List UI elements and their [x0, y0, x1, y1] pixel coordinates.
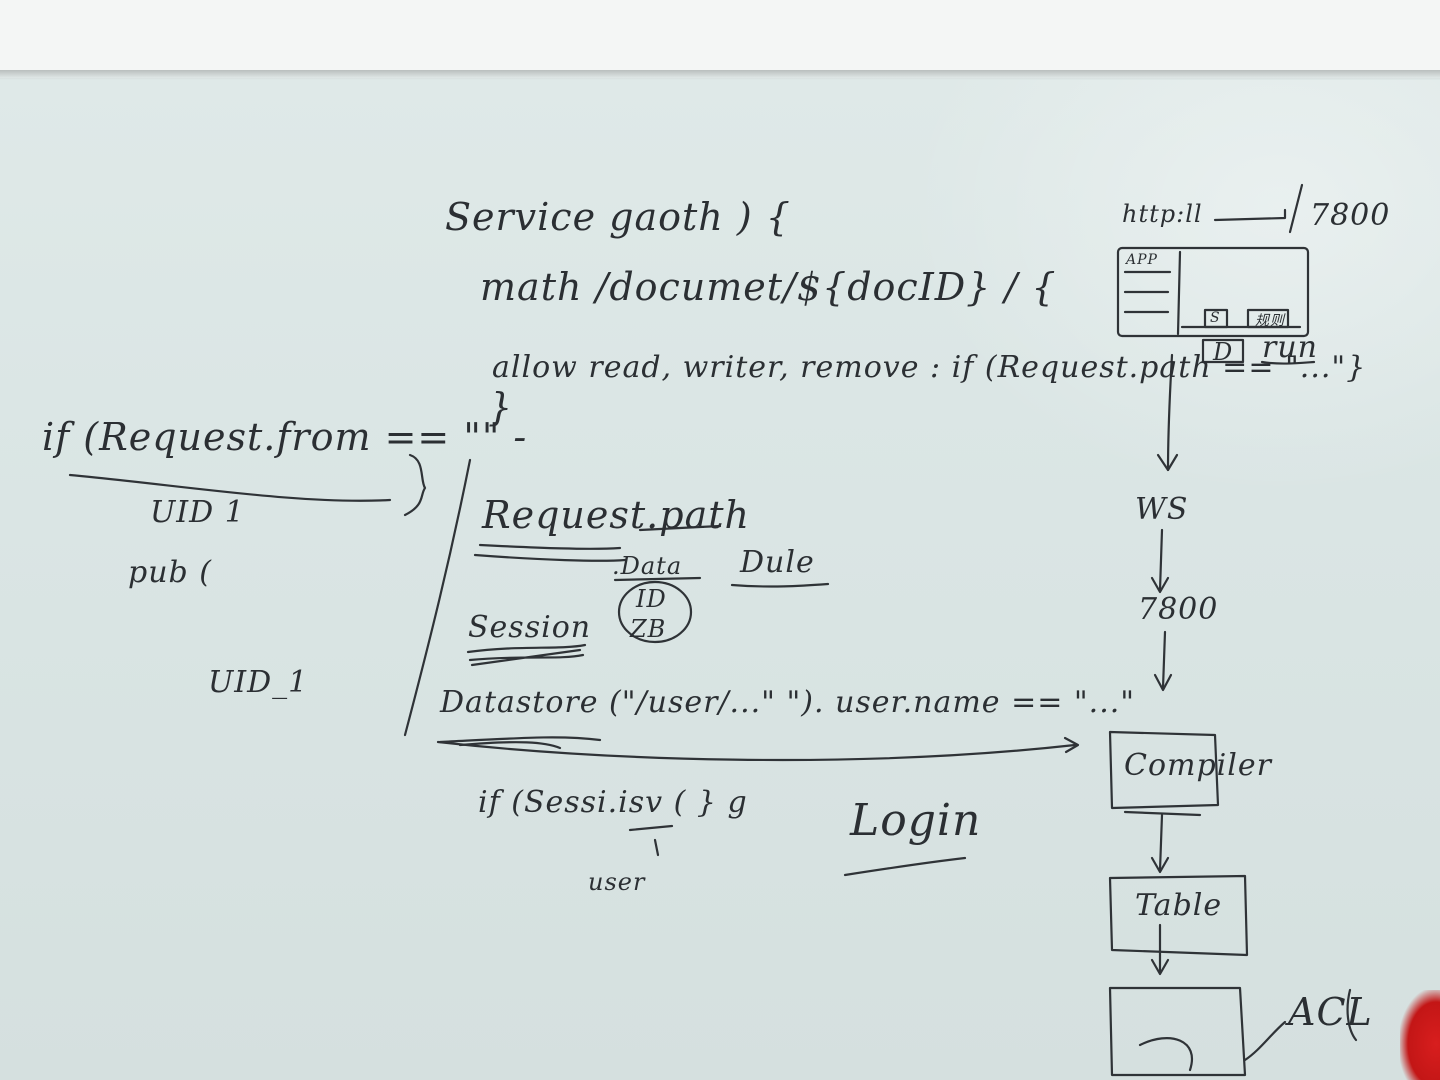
box-d-outline: [1201, 338, 1245, 364]
arrowhead-table: [1150, 856, 1170, 874]
arrow-to-acl: [1243, 1020, 1287, 1062]
table-box: [1108, 874, 1249, 957]
arrow-port-to-compiler: [1161, 630, 1167, 690]
arrow-compiler-to-table: [1158, 813, 1164, 872]
label-uid-underscore-1: UID_1: [208, 665, 309, 700]
port-slash: [1288, 183, 1304, 234]
red-object-corner: [1400, 990, 1440, 1080]
label-dule: Dule: [740, 545, 815, 580]
label-http: http:ll: [1122, 200, 1203, 228]
label-run: run: [1262, 330, 1318, 365]
label-pub: pub (: [128, 555, 212, 590]
underline-path: [638, 524, 722, 532]
mark-user: [653, 838, 660, 857]
label-uid1: UID 1: [150, 495, 245, 530]
wall-above-board: [0, 0, 1440, 72]
compiler-underline: [1123, 810, 1202, 817]
label-table: Table: [1135, 888, 1223, 923]
label-session: Session: [468, 610, 592, 645]
line-if-request-from: if (Request.from == "" -: [42, 415, 528, 459]
label-box-d: D: [1213, 338, 1234, 366]
arrowhead-ws: [1156, 453, 1179, 472]
underline-request-2: [473, 553, 627, 562]
label-request-path: Request.path: [482, 493, 750, 537]
label-compiler: Compiler: [1124, 748, 1272, 783]
line-if-session: if (Sessi.isv ( } g: [478, 785, 748, 820]
label-app: APP: [1126, 252, 1158, 268]
line-service: Service gaoth ) {: [445, 195, 791, 239]
brace-request-from: [403, 453, 427, 517]
arrowhead-acl-box: [1150, 958, 1170, 976]
label-ws: WS: [1135, 492, 1189, 527]
label-acl: ACL: [1288, 990, 1373, 1034]
label-box-rule: 规则: [1255, 313, 1285, 329]
underline-datastore: [438, 736, 602, 750]
arrow-ws-to-port: [1158, 528, 1164, 592]
underline-dule: [730, 582, 830, 588]
line-match: math /documet/${docID} / {: [480, 265, 1057, 309]
label-port-mid: 7800: [1138, 592, 1219, 627]
compiler-box: [1108, 730, 1220, 810]
line-datastore: Datastore ("/user/..." "). user.name == …: [440, 685, 1136, 720]
label-box-s: S: [1210, 310, 1221, 326]
scribble-session: [466, 643, 587, 667]
browser-window: [1116, 246, 1310, 338]
underline-request: [478, 543, 622, 550]
arrowhead-port: [1150, 576, 1170, 594]
acl-slash: [1346, 988, 1358, 1042]
arrow-to-compiler: [436, 740, 1077, 762]
line-allow: allow read, writer, remove : if (Request…: [492, 350, 1367, 385]
label-user: user: [588, 868, 646, 896]
underline-data: [613, 576, 702, 582]
http-line: [1213, 208, 1287, 222]
underline-request-from: [68, 473, 392, 502]
label-port-top: 7800: [1310, 198, 1391, 233]
browser-divider: [1176, 250, 1182, 336]
vertical-divider: [403, 458, 472, 737]
line-close-brace: }: [488, 385, 514, 429]
acl-box: [1108, 986, 1247, 1077]
arrow-window-to-ws: [1166, 353, 1174, 472]
whiteboard-frame-edge: [0, 70, 1440, 78]
mark-isv: [628, 824, 674, 832]
light-glare: [900, 80, 1440, 500]
arrowhead-compiler: [1153, 673, 1173, 692]
underline-login: [843, 856, 967, 877]
circle-id-zb: [617, 580, 693, 644]
label-zb: ZB: [630, 615, 667, 643]
label-login: Login: [850, 795, 982, 846]
underline-run: [1260, 360, 1316, 365]
arrowhead-to-compiler: [1063, 736, 1080, 754]
label-data: .Data: [612, 552, 683, 580]
label-id: ID: [636, 585, 667, 613]
acl-box-inner-curve: [1138, 1037, 1193, 1072]
